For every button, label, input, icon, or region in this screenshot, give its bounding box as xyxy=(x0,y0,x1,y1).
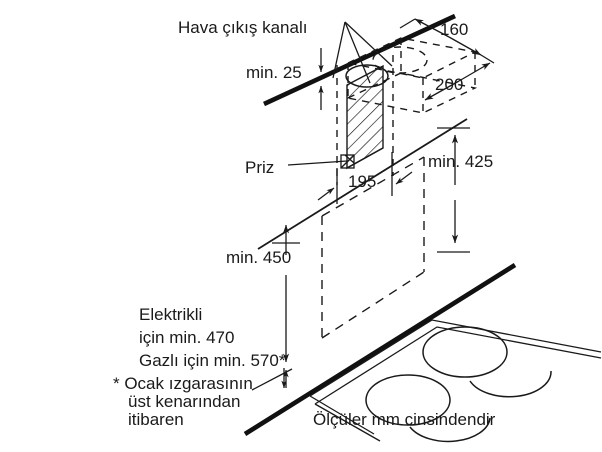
label-socket: Priz xyxy=(245,158,274,177)
label-dim-160: 160 xyxy=(440,20,468,39)
projection-outline xyxy=(321,156,425,339)
wall-line xyxy=(257,118,468,250)
dim-160 xyxy=(414,18,482,56)
dim-195 xyxy=(317,152,413,204)
dim-min-470-arrow xyxy=(251,368,293,391)
leader-air-duct xyxy=(332,21,393,84)
dim-min-425 xyxy=(437,127,470,253)
label-electric-1: Elektrikli xyxy=(139,305,202,324)
ceiling-line xyxy=(263,13,456,107)
label-min-25: min. 25 xyxy=(246,63,302,82)
label-footnote-3: itibaren xyxy=(128,410,184,429)
label-dim-200: 200 xyxy=(435,75,463,94)
leader-socket xyxy=(287,160,348,166)
label-min-425: min. 425 xyxy=(428,152,493,171)
label-min-450: min. 450 xyxy=(226,248,291,267)
label-air-duct: Hava çıkış kanalı xyxy=(178,18,307,37)
label-electric-2: için min. 470 xyxy=(139,328,234,347)
dim-200 xyxy=(399,18,495,101)
label-footnote-1: * Ocak ızgarasının xyxy=(113,374,253,393)
label-units-note: Ölçüler mm cinsindendir xyxy=(313,410,496,429)
cooktop-hob xyxy=(243,263,602,443)
label-gas: Gazlı için min. 570* xyxy=(139,351,286,370)
air-outlet-duct xyxy=(336,55,394,185)
dim-min-450 xyxy=(272,224,300,363)
label-footnote-2: üst kenarından xyxy=(128,392,240,411)
label-dim-195: 195 xyxy=(348,172,376,191)
